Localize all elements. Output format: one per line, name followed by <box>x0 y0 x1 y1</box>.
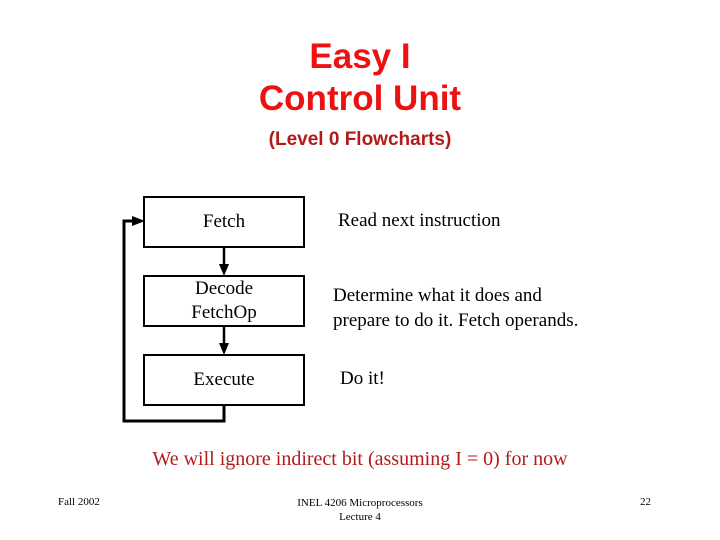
page-title-line-2: Control Unit <box>258 79 462 118</box>
page-title-line-1: Easy I <box>309 37 411 76</box>
flow-box-fetch-label: Fetch <box>202 211 246 232</box>
flow-description-fetch: Read next instruction <box>338 210 501 231</box>
note-text: We will ignore indirect bit (assuming I … <box>152 448 568 470</box>
flow-box-fetch: Fetch <box>143 196 305 248</box>
footer-term: Fall 2002 <box>58 496 100 508</box>
flow-box-decode: Decode FetchOp <box>143 275 305 327</box>
flow-box-execute-label: Execute <box>193 369 255 390</box>
flow-box-execute: Execute <box>143 354 305 406</box>
page-subtitle: (Level 0 Flowcharts) <box>268 129 452 150</box>
title-block: Easy I Control Unit (Level 0 Flowcharts) <box>0 36 720 152</box>
flow-description-decode: Determine what it does and prepare to do… <box>333 285 579 331</box>
flow-description-execute: Do it! <box>340 368 385 389</box>
connector-decode-to-execute <box>219 327 229 355</box>
footer-course: INEL 4206 Microprocessors Lecture 4 <box>297 497 423 523</box>
connector-fetch-to-decode <box>219 248 229 276</box>
flow-box-decode-label: Decode FetchOp <box>191 278 257 323</box>
footer-page-number: 22 <box>640 496 651 508</box>
